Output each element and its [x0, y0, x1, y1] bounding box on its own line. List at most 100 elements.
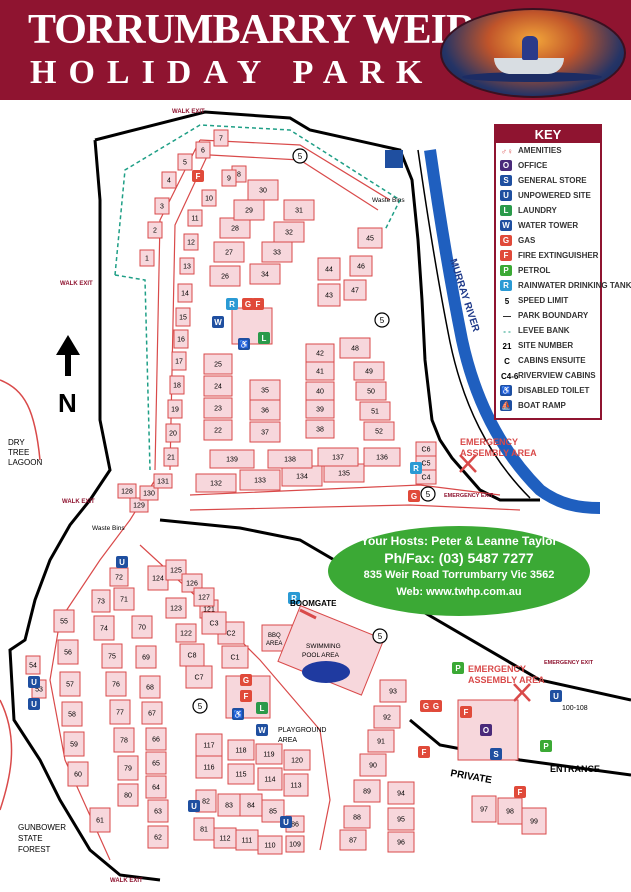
site-plot[interactable]: 134 [281, 465, 323, 487]
site-plot[interactable]: 17 [171, 351, 187, 371]
site-plot[interactable]: 85 [261, 799, 285, 823]
site-plot[interactable]: 40 [305, 381, 335, 401]
site-plot[interactable]: 89 [353, 779, 381, 803]
site-plot[interactable]: 19 [167, 399, 183, 419]
site-plot[interactable]: 25 [203, 353, 233, 375]
site-plot[interactable]: 22 [203, 419, 233, 441]
site-plot[interactable]: 36 [249, 399, 281, 421]
site-plot[interactable]: 116 [195, 755, 223, 779]
site-plot[interactable]: 31 [283, 199, 315, 221]
site-plot[interactable]: 119 [255, 743, 283, 765]
site-plot[interactable]: 84 [239, 793, 263, 817]
site-plot[interactable]: 69 [135, 645, 157, 669]
site-plot[interactable]: 4 [161, 171, 177, 189]
site-plot[interactable]: 5 [177, 153, 193, 171]
site-plot[interactable]: 120 [283, 749, 311, 771]
site-plot[interactable]: 11 [187, 209, 203, 227]
site-plot[interactable]: 114 [257, 767, 283, 791]
site-plot[interactable]: 9 [221, 169, 237, 187]
site-plot[interactable]: 35 [249, 379, 281, 401]
site-plot[interactable]: 91 [367, 729, 395, 753]
site-plot[interactable]: 28 [219, 217, 251, 239]
site-plot[interactable]: 3 [154, 197, 170, 215]
site-plot[interactable]: C8 [179, 643, 205, 667]
site-plot[interactable]: 135 [323, 463, 365, 483]
site-plot[interactable]: 29 [233, 199, 265, 221]
site-plot[interactable]: 27 [213, 241, 245, 263]
site-plot[interactable]: 58 [61, 701, 83, 727]
site-plot[interactable]: 74 [93, 615, 115, 641]
site-plot[interactable]: 128 [117, 483, 137, 499]
site-plot[interactable]: 61 [89, 807, 111, 833]
site-plot[interactable]: 122 [175, 623, 197, 643]
hosts-website-link[interactable]: Web: www.twhp.com.au [396, 586, 522, 598]
site-plot[interactable]: 75 [101, 643, 123, 669]
site-plot[interactable]: 112 [213, 827, 237, 849]
site-plot[interactable]: 67 [141, 701, 163, 725]
site-plot[interactable]: 30 [247, 179, 279, 201]
site-plot[interactable]: 127 [193, 587, 215, 607]
site-plot[interactable]: 83 [217, 793, 241, 817]
site-plot[interactable]: 55 [53, 609, 75, 633]
site-plot[interactable]: 1 [139, 249, 155, 267]
site-plot[interactable]: 45 [357, 227, 383, 249]
site-plot[interactable]: 18 [169, 375, 185, 395]
site-plot[interactable]: 133 [239, 469, 281, 491]
site-plot[interactable]: 113 [283, 773, 309, 797]
site-plot[interactable]: 21 [163, 447, 179, 467]
site-plot[interactable]: 76 [105, 671, 127, 697]
site-plot[interactable]: 65 [145, 751, 167, 775]
site-plot[interactable]: 95 [387, 807, 415, 831]
site-plot[interactable]: 44 [317, 257, 341, 281]
site-plot[interactable]: 79 [117, 755, 139, 781]
site-plot[interactable]: 32 [273, 221, 305, 243]
site-plot[interactable]: 62 [147, 825, 169, 849]
site-plot[interactable]: 90 [359, 753, 387, 777]
site-plot[interactable]: 109 [285, 835, 305, 853]
site-plot[interactable]: 131 [153, 473, 173, 489]
site-plot[interactable]: 138 [267, 449, 313, 469]
site-plot[interactable]: 73 [91, 589, 111, 613]
site-plot[interactable]: 92 [373, 705, 401, 729]
site-plot[interactable]: 2 [147, 221, 163, 239]
site-plot[interactable]: 14 [177, 283, 193, 303]
site-plot[interactable]: 123 [165, 597, 187, 619]
site-plot[interactable]: 54 [25, 655, 41, 675]
site-plot[interactable]: 72 [109, 567, 129, 587]
site-plot[interactable]: 125 [165, 559, 187, 581]
site-plot[interactable]: 24 [203, 375, 233, 397]
site-plot[interactable]: 132 [195, 473, 237, 493]
site-plot[interactable]: 34 [249, 263, 281, 285]
site-plot[interactable]: 39 [305, 399, 335, 419]
site-plot[interactable]: 80 [117, 783, 139, 807]
site-plot[interactable]: 56 [57, 639, 79, 665]
site-plot[interactable]: 38 [305, 419, 335, 439]
site-plot[interactable]: 42 [305, 343, 335, 363]
site-plot[interactable]: C3 [201, 611, 227, 635]
site-plot[interactable]: 52 [363, 421, 395, 441]
site-plot[interactable]: 129 [129, 497, 149, 513]
site-plot[interactable]: 23 [203, 397, 233, 419]
site-plot[interactable]: 46 [349, 255, 373, 277]
site-plot[interactable]: 68 [139, 675, 161, 699]
site-plot[interactable]: 59 [63, 731, 85, 757]
site-plot[interactable]: C1 [221, 645, 249, 669]
site-plot[interactable]: 37 [249, 421, 281, 443]
site-plot[interactable]: 124 [147, 565, 169, 591]
site-plot[interactable]: 87 [339, 829, 367, 851]
site-plot[interactable]: 12 [183, 233, 199, 251]
site-plot[interactable]: 117 [195, 733, 223, 757]
site-plot[interactable]: 49 [353, 361, 385, 381]
site-plot[interactable]: 6 [195, 141, 211, 159]
site-plot[interactable]: 63 [147, 799, 169, 823]
site-plot[interactable]: 111 [235, 829, 259, 851]
site-plot[interactable]: 97 [471, 795, 497, 823]
site-plot[interactable]: 66 [145, 727, 167, 751]
site-plot[interactable]: 115 [227, 763, 255, 785]
site-plot[interactable]: 10 [201, 189, 217, 207]
site-plot[interactable]: 96 [387, 831, 415, 853]
site-plot[interactable]: 51 [359, 401, 391, 421]
site-plot[interactable]: 81 [193, 817, 215, 841]
site-plot[interactable]: 118 [227, 739, 255, 761]
site-plot[interactable]: 13 [179, 257, 195, 275]
